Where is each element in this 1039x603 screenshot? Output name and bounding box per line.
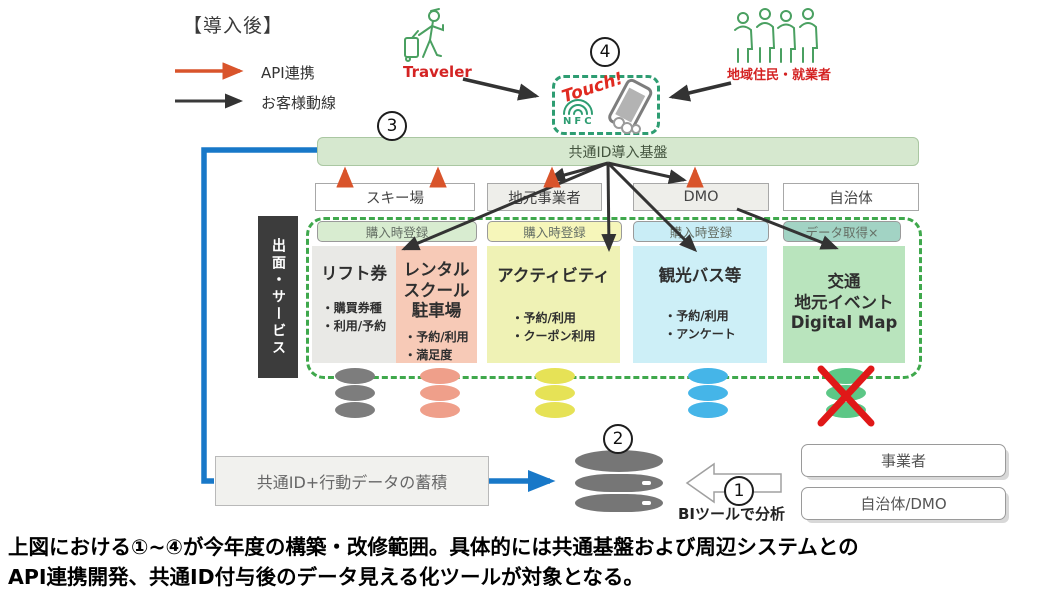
bi-analysis-label: BIツールで分析 <box>678 505 786 523</box>
output-box-municipality-dmo: 自治体/DMO <box>801 487 1006 520</box>
phone-icon <box>608 78 653 134</box>
accumulation-box: 共通ID+行動データの蓄積 <box>215 456 489 506</box>
step-marker-1: 1 <box>724 476 754 506</box>
footnote-line-2: API連携開発、共通ID付与後のデータ見える化ツールが対象となる。 <box>8 565 644 589</box>
reg-label-purchase-3: 購入時登録 <box>633 221 769 242</box>
step-marker-3: 3 <box>377 111 407 141</box>
org-box-local-business: 地元事業者 <box>487 183 602 211</box>
nfc-signal-icon <box>563 99 593 115</box>
org-box-ski-resort: スキー場 <box>315 183 475 211</box>
database-cylinder-icon <box>420 368 460 419</box>
database-icon <box>575 450 663 514</box>
service-lift-ticket: リフト券 ・購買券種 ・利用/予約 <box>312 246 396 363</box>
database-cylinder-icon <box>688 368 728 419</box>
nfc-touch-icon: Touch! NFC <box>552 69 660 135</box>
traveler-icon <box>404 8 444 62</box>
api-up-arrows <box>336 166 704 188</box>
residents-label: 地域住民・就業者 <box>727 68 832 83</box>
legend-flow-label: お客様動線 <box>261 94 337 112</box>
reg-label-purchase-1: 購入時登録 <box>317 221 477 242</box>
nfc-label: NFC <box>563 116 595 127</box>
traveler-label: Traveler <box>403 63 472 81</box>
database-cylinder-icon <box>335 368 375 419</box>
common-id-platform-bar: 共通ID導入基盤 <box>317 137 919 166</box>
services-side-label: 出面・サービス <box>258 216 298 378</box>
org-box-dmo: DMO <box>633 183 769 211</box>
reg-label-purchase-2: 購入時登録 <box>487 221 622 242</box>
platform-bar-label: 共通ID導入基盤 <box>568 144 668 161</box>
step-marker-4: 4 <box>590 37 620 67</box>
service-rental-school-parking: レンタル スクール 駐車場 ・予約/利用 ・満足度 <box>396 246 477 363</box>
reg-label-no-data: データ取得× <box>783 221 901 242</box>
diagram-title: 【導入後】 <box>183 15 284 37</box>
legend-api-label: API連携 <box>261 64 315 82</box>
residents-icon <box>734 8 819 63</box>
database-cylinder-icon <box>535 368 575 419</box>
output-box-business: 事業者 <box>801 444 1006 477</box>
org-box-municipality: 自治体 <box>783 183 919 211</box>
service-activity: アクティビティ ・予約/利用 ・クーポン利用 <box>487 246 620 363</box>
footnote-line-1: 上図における①~④が今年度の構築・改修範囲。具体的には共通基盤および周辺システム… <box>8 535 859 559</box>
service-transport-events-map: 交通 地元イベント Digital Map <box>783 246 905 363</box>
service-sightseeing-bus: 観光バス等 ・予約/利用 ・アンケート <box>633 246 767 363</box>
step-marker-2: 2 <box>603 424 633 454</box>
database-cylinder-icon <box>826 368 866 419</box>
